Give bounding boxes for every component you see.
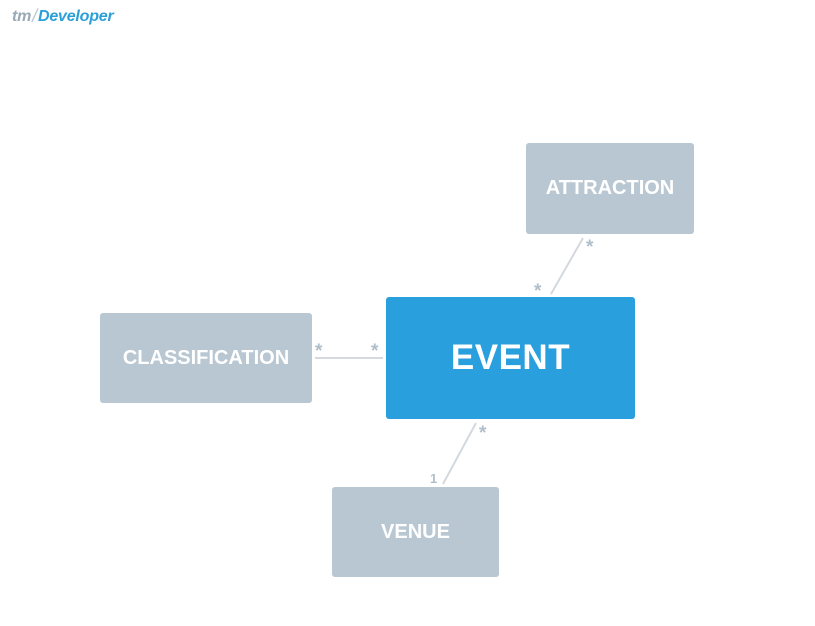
- cardinality-event-classification-side: *: [371, 341, 379, 362]
- cardinality-venue-side: 1: [430, 471, 438, 486]
- entity-event-label: EVENT: [450, 338, 571, 377]
- cardinality-event-attraction-side: *: [534, 281, 542, 302]
- connector-event-venue: [442, 422, 477, 485]
- entity-classification-label: CLASSIFICATION: [122, 346, 290, 369]
- cardinality-attraction-side: *: [586, 237, 594, 258]
- entity-attraction: ATTRACTION: [526, 143, 694, 234]
- connector-event-attraction: [550, 237, 584, 295]
- logo-prefix: tm: [12, 7, 32, 25]
- cardinality-classification-side: *: [315, 341, 323, 362]
- entity-event: EVENT: [386, 297, 635, 419]
- entity-venue: VENUE: [332, 487, 499, 577]
- tm-developer-logo: tm / Developer: [12, 6, 114, 27]
- logo-separator: /: [32, 6, 37, 26]
- entity-venue-label: VENUE: [381, 520, 450, 543]
- logo-name: Developer: [37, 7, 114, 25]
- entity-attraction-label: ATTRACTION: [545, 177, 675, 199]
- entity-classification: CLASSIFICATION: [100, 313, 312, 403]
- cardinality-event-venue-side: *: [479, 423, 487, 444]
